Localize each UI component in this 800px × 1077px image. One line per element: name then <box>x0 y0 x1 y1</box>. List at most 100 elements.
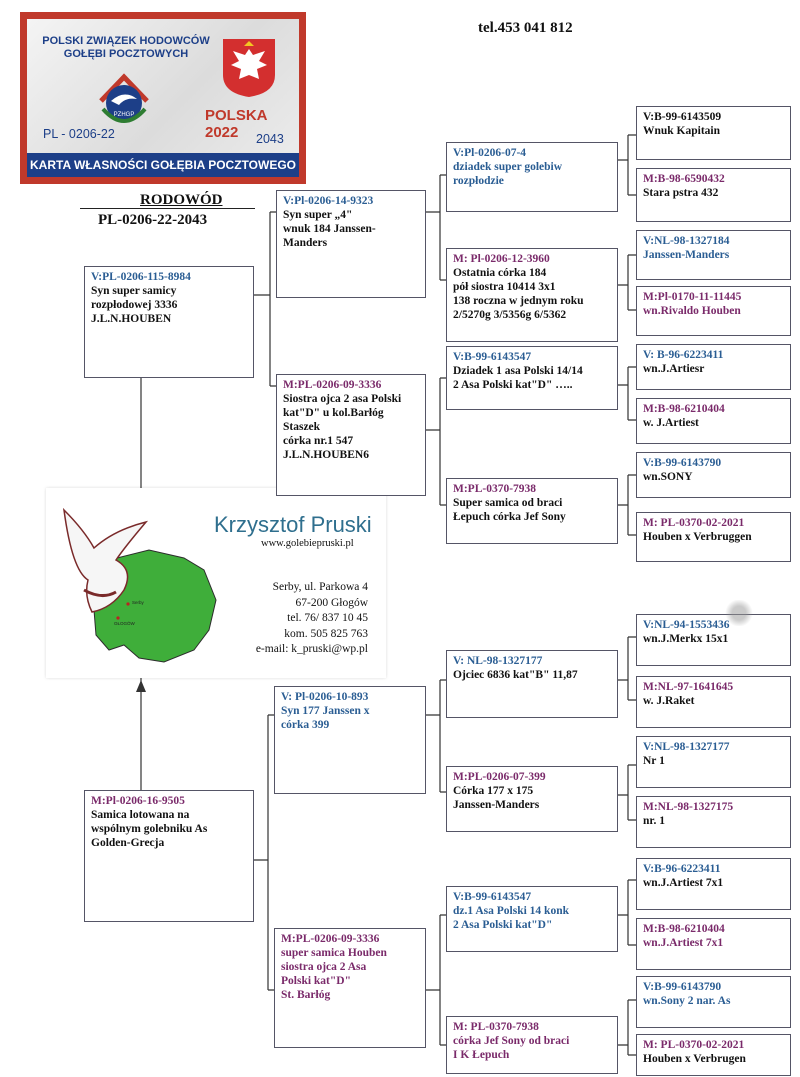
ancestor-box: M:Pl-0170-11-11445 wn.Rivaldo Houben <box>636 286 791 336</box>
ancestor-box: M:NL-97-1641645 w. J.Raket <box>636 676 791 728</box>
great-grandparent-box: M: PL-0370-7938 córka Jef Sony od braci … <box>446 1016 618 1074</box>
ring-id: M:Pl-0206-16-9505 <box>91 795 185 807</box>
ring-id: M:PL-0206-07-399 <box>453 771 546 783</box>
address-city: 67-200 Głogów <box>295 596 368 609</box>
ring-id: V:PL-0206-115-8984 <box>91 271 191 283</box>
description: córka Jef Sony od braci I K Łepuch <box>453 1035 570 1062</box>
ownership-card: POLSKI ZWIĄZEK HODOWCÓW GOŁĘBI POCZTOWYC… <box>20 12 306 184</box>
great-grandparent-box: M:PL-0370-7938 Super samica od braci Łep… <box>446 478 618 544</box>
ring-id: V: NL-98-1327177 <box>453 655 543 667</box>
phone-number: tel.453 041 812 <box>478 20 573 36</box>
ring-id: M:Pl-0170-11-11445 <box>643 291 742 303</box>
ring-id: V: Pl-0206-10-893 <box>281 691 369 703</box>
description: Samica lotowana na wspólnym golebniku As… <box>91 809 208 850</box>
ownership-card-body: POLSKI ZWIĄZEK HODOWCÓW GOŁĘBI POCZTOWYC… <box>27 19 299 177</box>
ring-id: M: PL-0370-7938 <box>453 1021 539 1033</box>
ancestor-box: V:B-99-6143790 wn.SONY <box>636 452 791 498</box>
ring-id: V:NL-94-1553436 <box>643 619 730 631</box>
ancestor-box: V:NL-98-1327177 Nr 1 <box>636 736 791 788</box>
great-grandparent-box: V:B-99-6143547 dz.1 Asa Polski 14 konk 2… <box>446 886 618 952</box>
ring-id: M: Pl-0206-12-3960 <box>453 253 550 265</box>
great-grandparent-box: M:PL-0206-07-399 Córka 177 x 175 Janssen… <box>446 766 618 832</box>
sire-box: V:PL-0206-115-8984 Syn super samicy rozp… <box>84 266 254 378</box>
great-grandparent-box: V:B-99-6143547 Dziadek 1 asa Polski 14/1… <box>446 346 618 410</box>
great-grandparent-box: M: Pl-0206-12-3960 Ostatnia córka 184 pó… <box>446 248 618 342</box>
description: Houben x Verbruggen <box>643 531 752 544</box>
description: Super samica od braci Łepuch córka Jef S… <box>453 497 566 524</box>
description: Syn super samicy rozpłodowej 3336 J.L.N.… <box>91 285 178 326</box>
description: Janssen-Manders <box>643 249 730 262</box>
grandparent-box: V: Pl-0206-10-893 Syn 177 Janssen x córk… <box>274 686 426 794</box>
description: wn.Rivaldo Houben <box>643 305 741 318</box>
ring-id: V: B-96-6223411 <box>643 349 724 361</box>
address-street: Serby, ul. Parkowa 4 <box>272 581 368 593</box>
svg-text:PZHGP: PZHGP <box>114 112 135 118</box>
pedigree-title: RODOWÓD <box>140 192 223 208</box>
great-grandparent-box: V:Pl-0206-07-4 dziadek super golebiw roz… <box>446 142 618 212</box>
ring-id: M:PL-0370-7938 <box>453 483 537 495</box>
card-country-year: POLSKA 2022 <box>205 107 267 141</box>
ring-id: M:NL-98-1327175 <box>643 801 734 813</box>
ring-id: V:NL-98-1327184 <box>643 235 730 247</box>
ring-id: M:B-98-6210404 <box>643 923 725 935</box>
polish-eagle-emblem-icon <box>223 39 275 97</box>
description: Dziadek 1 asa Polski 14/14 2 Asa Polski … <box>453 365 583 392</box>
description: super samica Houben siostra ojca 2 Asa P… <box>281 947 387 1002</box>
description: wn.J.Merkx 15x1 <box>643 633 729 646</box>
description: Wnuk Kapitain <box>643 125 721 138</box>
card-ring-number: 2043 <box>256 132 284 146</box>
ancestor-box: M:B-98-6210404 w. J.Artiest <box>636 398 791 444</box>
card-ring-code: PL - 0206-22 <box>43 127 115 141</box>
card-title-bar: KARTA WŁASNOŚCI GOŁĘBIA POCZTOWEGO <box>27 153 299 177</box>
breeder-website: www.golebiepruski.pl <box>261 538 354 549</box>
ancestor-box: M: PL-0370-02-2021 Houben x Verbruggen <box>636 512 791 562</box>
ancestor-box: V:NL-98-1327184 Janssen-Manders <box>636 230 791 280</box>
description: w. J.Artiest <box>643 417 699 430</box>
description: dz.1 Asa Polski 14 konk 2 Asa Polski kat… <box>453 905 569 932</box>
ring-id: M:B-98-6210404 <box>643 403 725 415</box>
ring-id: M:NL-97-1641645 <box>643 681 734 693</box>
ancestor-box: V:B-96-6223411 wn.J.Artiest 7x1 <box>636 858 791 910</box>
ring-id: V:B-99-6143790 <box>643 981 722 993</box>
great-grandparent-box: V: NL-98-1327177 Ojciec 6836 kat"B" 11,8… <box>446 650 618 718</box>
ring-id: V:B-99-6143790 <box>643 457 722 469</box>
title-underline <box>80 208 255 209</box>
ancestor-box: V:B-99-6143790 wn.Sony 2 nar. As <box>636 976 791 1028</box>
description: wn.J.Artiest 7x1 <box>643 937 724 950</box>
ring-id: V:Pl-0206-14-9323 <box>283 195 374 207</box>
phone-line: tel. 76/ 837 10 45 <box>287 612 368 625</box>
ring-id: V:B-99-6143547 <box>453 351 532 363</box>
card-organization: POLSKI ZWIĄZEK HODOWCÓW GOŁĘBI POCZTOWYC… <box>37 35 215 61</box>
ancestor-box: M:B-98-6210404 wn.J.Artiest 7x1 <box>636 918 791 970</box>
ring-id: M: PL-0370-02-2021 <box>643 1039 745 1051</box>
ancestor-box: V:NL-94-1553436 wn.J.Merkx 15x1 <box>636 614 791 666</box>
ancestor-box: V: B-96-6223411 wn.J.Artiesr <box>636 344 791 390</box>
description: Stara pstra 432 <box>643 187 719 200</box>
description: Ojciec 6836 kat"B" 11,87 <box>453 669 578 682</box>
description: Houben x Verbrugen <box>643 1053 746 1066</box>
description: wn.Sony 2 nar. As <box>643 995 731 1008</box>
description: w. J.Raket <box>643 695 695 708</box>
ring-id: V:B-96-6223411 <box>643 863 721 875</box>
ring-id: M:PL-0206-09-3336 <box>281 933 380 945</box>
pzhgp-logo-icon: PZHGP <box>99 73 149 123</box>
ring-id: V:B-99-6143547 <box>453 891 532 903</box>
breeder-business-card: Serby GŁOGÓW Krzysztof Pruski www.golebi… <box>46 488 386 678</box>
ancestor-box: M:B-98-6590432 Stara pstra 432 <box>636 168 791 222</box>
pedigree-ring-number: PL-0206-22-2043 <box>98 212 208 228</box>
description: wn.J.Artiesr <box>643 363 705 376</box>
grandparent-box: M:PL-0206-09-3336 Siostra ojca 2 asa Pol… <box>276 374 426 496</box>
ring-id: V:B-99-6143509 <box>643 111 722 123</box>
description: Nr 1 <box>643 755 665 768</box>
grandparent-box: V:Pl-0206-14-9323 Syn super „4" wnuk 184… <box>276 190 426 298</box>
mobile-line: kom. 505 825 763 <box>284 627 368 640</box>
ring-id: M: PL-0370-02-2021 <box>643 517 745 529</box>
card-org-line2: GOŁĘBI POCZTOWYCH <box>63 48 189 61</box>
ancestor-box: V:B-99-6143509 Wnuk Kapitain <box>636 106 791 160</box>
ancestor-box: M: PL-0370-02-2021 Houben x Verbrugen <box>636 1034 791 1076</box>
ring-id: V:Pl-0206-07-4 <box>453 147 527 159</box>
ring-id: M:PL-0206-09-3336 <box>283 379 382 391</box>
description: Ostatnia córka 184 pół siostra 10414 3x1… <box>453 267 584 322</box>
map-label-serby: Serby <box>132 600 145 605</box>
